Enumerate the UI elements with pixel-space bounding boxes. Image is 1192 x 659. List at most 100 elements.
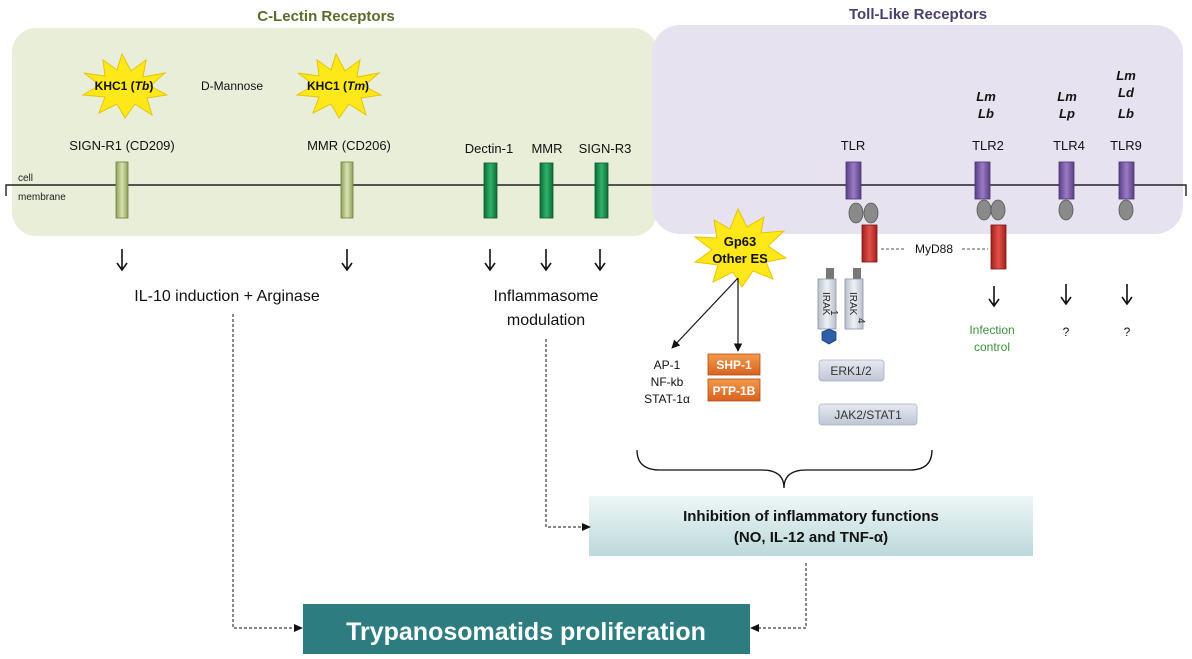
myd88-label: MyD88 — [915, 242, 953, 256]
inhibition-to-final-connector — [757, 563, 807, 629]
mmr-cd206-arrow — [341, 249, 353, 272]
tlr9-domain — [1118, 199, 1134, 221]
stat1a-label: STAT-1α — [644, 392, 690, 406]
tlr4-arrow — [1060, 284, 1072, 306]
inflammasome-label-line2: modulation — [507, 312, 585, 329]
inflammasome-to-inhibition-connector — [545, 339, 583, 528]
inhibition-line2: (NO, IL-12 and TNF-α) — [734, 529, 888, 546]
ptp1b-box — [707, 378, 761, 402]
sign-r1-receptor — [115, 161, 129, 219]
inhibition-arrowhead — [750, 624, 759, 632]
irak1-label: IRAK — [820, 292, 831, 316]
irak1-cap — [826, 268, 834, 280]
sign-r3-arrow — [594, 249, 606, 272]
inflammasome-label-line1: Inflammasome — [494, 288, 599, 305]
myd88-block-right — [990, 224, 1007, 270]
tlr9-unknown: ? — [1124, 325, 1131, 339]
shp1-box — [707, 353, 761, 376]
irak4-text: IRAK — [847, 292, 858, 316]
khc1-tb-species: Tb — [135, 79, 150, 93]
tlr4-species-1: Lm — [1057, 89, 1077, 104]
grouping-brace — [636, 449, 933, 489]
irak4-label: IRAK — [847, 292, 858, 316]
sign-r1-arrow — [116, 249, 128, 272]
tlr9-species-1: Lm — [1116, 68, 1136, 83]
final-outcome-label: Trypanosomatids proliferation — [346, 618, 706, 646]
khc1-tm-starburst: KHC1 (Tm) — [295, 52, 383, 119]
tlr2-receptor — [974, 161, 991, 200]
khc1-tb-close: ) — [149, 79, 153, 93]
khc1-tb-starburst: KHC1 (Tb) — [81, 52, 169, 119]
inhibition-box — [589, 496, 1033, 556]
phospho-hexagon — [821, 328, 837, 345]
tlr9-species-3: Lb — [1118, 106, 1134, 121]
tlr-domain-left — [848, 202, 864, 224]
d-mannose-label: D-Mannose — [201, 79, 263, 93]
c-lectin-down-arrows — [116, 249, 606, 272]
tlr-receptor — [845, 161, 862, 200]
tlr2-arrow — [988, 286, 1000, 308]
khc1-tm-close: ) — [365, 79, 369, 93]
tlr4-receptor — [1058, 161, 1075, 200]
infection-control-line1: Infection — [969, 323, 1014, 337]
ptp1b-label: PTP-1B — [713, 384, 756, 398]
mmr-arrow — [540, 249, 552, 272]
tlr-label: TLR — [841, 138, 866, 153]
tlr9-receptor — [1118, 161, 1135, 200]
khc1-tm-label: KHC1 ( — [307, 79, 347, 93]
shp1-label: SHP-1 — [716, 358, 752, 372]
tlr9-label: TLR9 — [1110, 138, 1142, 153]
erk-chip — [818, 359, 885, 382]
tlr-down-arrows — [988, 284, 1133, 308]
dectin1-receptor — [483, 162, 498, 219]
tlr2-species-2: Lb — [978, 106, 994, 121]
myd88-block-left — [861, 224, 878, 263]
il10-arrowhead — [294, 624, 303, 632]
mmr-label: MMR — [531, 141, 562, 156]
mmr-cd206-receptor — [340, 161, 354, 219]
khc1-tm-species: Tm — [347, 79, 365, 93]
svg-text:KHC1 (Tm): KHC1 (Tm) — [307, 79, 369, 93]
c-lectin-title: C-Lectin Receptors — [257, 8, 395, 25]
gp63-label-line1: Gp63 — [724, 234, 757, 249]
irak4-number: 4 — [855, 318, 866, 324]
membrane-label-line1: cell — [18, 173, 33, 184]
irak4-block — [844, 278, 864, 330]
dashed-arrowheads — [294, 523, 759, 632]
sign-r1-label: SIGN-R1 (CD209) — [69, 138, 174, 153]
irak1-block — [817, 278, 837, 330]
tlr4-label: TLR4 — [1053, 138, 1085, 153]
mmr-receptor — [539, 162, 554, 219]
infection-control-line2: control — [974, 340, 1010, 354]
gp63-to-ap1-arrow — [671, 277, 739, 349]
tlr2-species-1: Lm — [976, 89, 996, 104]
gp63-label-line2: Other ES — [712, 251, 768, 266]
toll-like-title: Toll-Like Receptors — [849, 6, 987, 23]
tir-domains — [848, 199, 1134, 224]
irak1-text: IRAK — [820, 292, 831, 316]
tlr4-domain — [1058, 199, 1074, 221]
ap1-label: AP-1 — [654, 358, 681, 372]
irak4-cap — [853, 268, 861, 280]
mmr-cd206-label: MMR (CD206) — [307, 138, 391, 153]
erk-label: ERK1/2 — [830, 364, 872, 378]
tlr4-unknown: ? — [1063, 325, 1070, 339]
tlr2-label: TLR2 — [972, 138, 1004, 153]
toll-like-region — [652, 25, 1183, 234]
tlr-domain-right — [863, 202, 879, 224]
jak-label: JAK2/STAT1 — [834, 408, 902, 422]
inflammasome-arrowhead — [582, 523, 591, 531]
inhibition-line1: Inhibition of inflammatory functions — [683, 508, 939, 525]
il10-arginase-label: IL-10 induction + Arginase — [134, 288, 320, 305]
nfkb-label: NF-kb — [651, 375, 684, 389]
sign-r3-receptor — [594, 162, 609, 219]
tlr4-species-2: Lp — [1059, 106, 1075, 121]
jak-chip — [818, 403, 918, 426]
tlr2-domain-right — [990, 199, 1006, 221]
tlr9-species-2: Ld — [1118, 85, 1135, 100]
sign-r3-label: SIGN-R3 — [579, 141, 632, 156]
dectin1-arrow — [484, 249, 496, 272]
gp63-starburst: Gp63 Other ES — [693, 207, 788, 288]
il10-to-final-connector — [232, 314, 295, 629]
